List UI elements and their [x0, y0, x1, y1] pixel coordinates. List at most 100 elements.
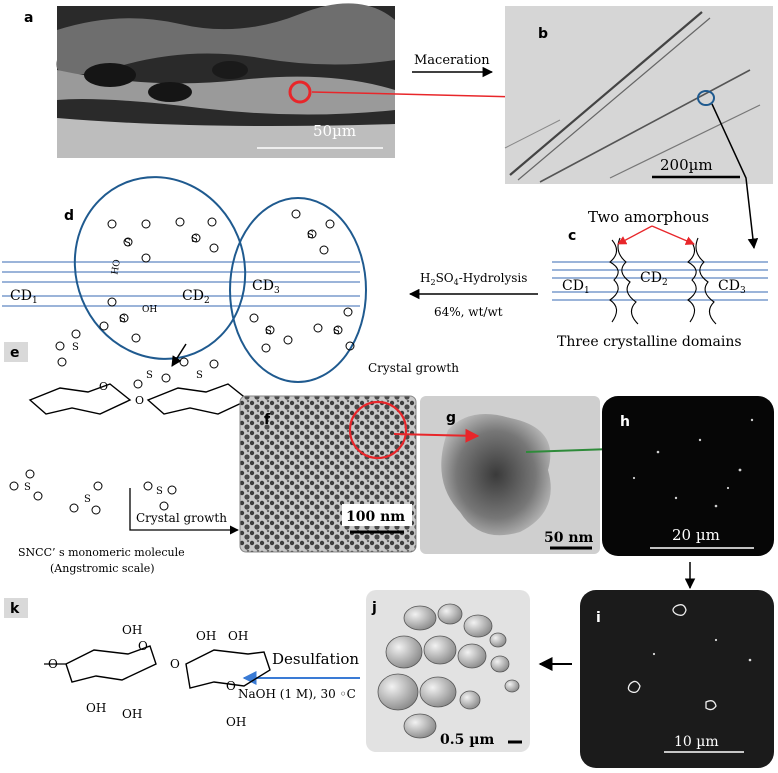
glucose-ring-k2: [185, 649, 271, 689]
ring-o-k1: O: [138, 639, 148, 653]
fiber: [517, 17, 711, 181]
panel-j: j 0.5 µm: [366, 590, 530, 752]
sulfate-group: S: [175, 217, 219, 253]
panel-label-e: e: [10, 345, 20, 361]
particle-cluster-i: [705, 700, 717, 711]
crystal-growth-arrow-bottom: [129, 488, 239, 535]
sem-texture: [148, 82, 192, 102]
sulfate-group: S: [133, 370, 171, 389]
panel-e: e O O S S S S S S: [4, 329, 250, 575]
svg-text:S: S: [84, 494, 91, 505]
svg-text:S: S: [146, 370, 153, 381]
scale-label-bg-f: [342, 504, 412, 526]
three-crystalline-label: Three crystalline domains: [557, 334, 742, 350]
scale-label-a: 50µm: [313, 122, 356, 140]
sulfate-group: S HO: [107, 219, 151, 276]
particle-cluster-i: [672, 604, 687, 616]
fiber: [539, 69, 751, 183]
svg-text:S: S: [307, 230, 314, 241]
hydrolysis-conc-label: 64%, wt/wt: [434, 305, 503, 319]
panel-label-bg-e: [4, 342, 28, 362]
svg-text:S: S: [333, 326, 340, 337]
oh-label: OH: [228, 629, 248, 643]
sulfate-group: S: [55, 329, 81, 367]
panel-label-g: g: [446, 410, 456, 426]
desulfation-conditions: NaOH (1 M), 30 ◦C: [238, 687, 356, 701]
sulfate-group: S: [69, 481, 103, 515]
panel-k: k O O O O OH OH OH OH OH OH: [4, 598, 271, 729]
highlight-circle-b: [697, 90, 715, 106]
red-arrow-amorphous-left: [617, 225, 653, 245]
oh-label: OH: [86, 701, 106, 715]
arrow-d-to-e: [171, 343, 187, 367]
sem-texture: [57, 70, 395, 115]
fiber: [504, 119, 561, 149]
sulfate-group: S: [249, 313, 293, 353]
cd3-label-c: CD3: [718, 278, 746, 296]
panel-a: a 50µm: [24, 3, 395, 158]
scale-label-b: 200µm: [660, 156, 713, 174]
scale-label-i: 10 µm: [674, 734, 719, 750]
molecule-caption-2: (Angstromic scale): [50, 562, 155, 575]
ring-o-k2: O: [226, 679, 236, 693]
panel-d: d CD1 CD2 CD3 S HO S S OH: [2, 176, 367, 383]
cd3-label-d: CD3: [252, 278, 280, 296]
sem-texture: [84, 63, 136, 87]
scale-label-g: 50 nm: [544, 530, 594, 546]
panel-b: b 200µm: [504, 6, 773, 184]
microscopy-image-b: [505, 6, 773, 184]
cd1-label-d: CD1: [10, 288, 38, 306]
two-amorphous-label: Two amorphous: [588, 208, 709, 226]
particles-i: [652, 638, 752, 662]
glucose-ring-k1: [65, 645, 157, 683]
fibril-lines-c: [552, 261, 768, 301]
bubble-aggregates-j: [377, 603, 520, 739]
panel-g: g 50 nm: [420, 396, 600, 554]
particles-h: [632, 418, 754, 508]
bridge-oxygen: O: [135, 394, 144, 407]
glucose-ring-1: [28, 383, 132, 415]
svg-text:S: S: [156, 486, 163, 497]
oh-label: OH: [122, 707, 142, 721]
tem-border-f: [239, 395, 417, 553]
panel-label-j: j: [371, 600, 377, 616]
fiber: [609, 104, 761, 179]
oh-label: OH: [226, 715, 246, 729]
panel-label-a: a: [24, 10, 33, 26]
panel-label-k: k: [10, 601, 20, 617]
scale-label-h: 20 µm: [672, 526, 720, 544]
panel-label-d: d: [64, 208, 74, 224]
particle-cluster-i: [627, 680, 641, 694]
panel-i: i 10 µm: [580, 590, 774, 768]
svg-text:S: S: [24, 482, 31, 493]
hydrolysis-label: H2SO4-Hydrolysis: [420, 271, 527, 287]
bridge-o-k: O: [170, 657, 180, 671]
highlight-circle-f: [348, 400, 408, 460]
svg-text:S: S: [191, 234, 198, 245]
amorphous-region-left: [609, 237, 639, 325]
darkfield-image-i: [580, 590, 774, 768]
svg-text:S: S: [72, 342, 79, 353]
crystal-growth-label-top: Crystal growth: [368, 361, 459, 375]
sulfate-group: S: [291, 209, 335, 255]
panel-c: Two amorphous c CD1 CD2 CD3 Three crysta…: [552, 208, 768, 350]
amorphous-region-right: [687, 237, 717, 325]
sulfate-group: S: [9, 469, 43, 501]
svg-text:S: S: [124, 238, 131, 249]
maceration-label: Maceration: [414, 53, 490, 68]
particle-aggregate-g: [441, 414, 551, 536]
cd2-label-d: CD2: [182, 288, 210, 306]
darkfield-image-h: [602, 396, 774, 556]
molecule-caption-1: SNCC’ s monomeric molecule: [18, 546, 185, 559]
sulfate-group: S: [179, 357, 219, 381]
scale-label-j: 0.5 µm: [440, 732, 494, 748]
red-arrow-f-to-g: [393, 428, 480, 443]
scale-label-f: 100 nm: [346, 509, 405, 525]
sulfate-group: S: [313, 307, 355, 351]
sulfate-group: S OH: [99, 297, 157, 343]
sem-texture: [212, 61, 248, 79]
panel-f: f 100 nm: [239, 395, 417, 553]
crystal-growth-label-bottom: Crystal growth: [136, 511, 227, 525]
fibril-lines-d: [2, 261, 360, 307]
